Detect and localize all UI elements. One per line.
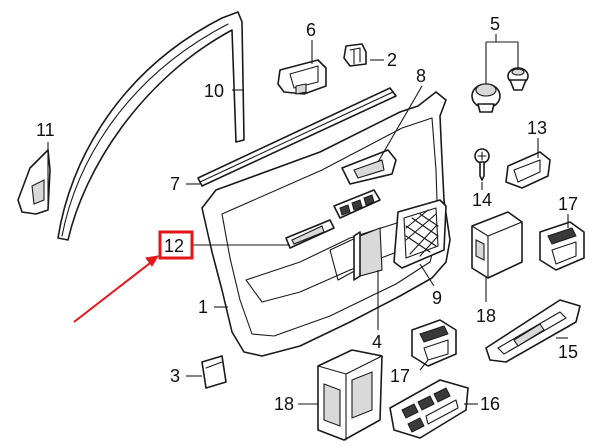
callout-15: 15 [558, 342, 578, 362]
part-9-speaker-grille [393, 199, 447, 269]
part-13-bracket-clip [505, 151, 551, 189]
part-15-switch-bezel [485, 299, 581, 363]
callout-17-upper: 17 [558, 194, 578, 214]
callout-13: 13 [527, 118, 547, 138]
part-8-interior-handle [341, 149, 397, 185]
callout-1: 1 [198, 297, 208, 317]
part-2-clip [343, 43, 367, 67]
leader-5 [485, 34, 519, 84]
part-18-lower-switch-module [317, 349, 383, 441]
part-17-lower-switch [411, 319, 457, 367]
callout-14: 14 [472, 190, 492, 210]
callout-18-lower: 18 [274, 394, 294, 414]
part-12-window-switch-panel [285, 219, 335, 249]
part-4-trim-retainer [353, 231, 361, 281]
callout-9: 9 [432, 288, 442, 308]
leader-lines [47, 34, 569, 405]
callout-2: 2 [387, 50, 397, 70]
highlight-arrowhead [145, 255, 159, 267]
part-14-screw [474, 148, 490, 181]
part-6-bracket [277, 59, 327, 95]
callout-8: 8 [416, 66, 426, 86]
callout-16: 16 [480, 394, 500, 414]
callout-6: 6 [306, 20, 316, 40]
callout-labels: 10 11 6 2 5 8 7 13 14 17 12 9 18 1 4 15 … [36, 14, 578, 414]
part-10-window-frame-moulding [57, 11, 245, 241]
callout-17-lower: 17 [390, 366, 410, 386]
highlight-callout-12 [73, 230, 194, 323]
callout-12: 12 [164, 236, 184, 256]
leader-8 [377, 85, 423, 163]
part-7-belt-weatherstrip [197, 87, 397, 187]
highlight-arrow [73, 259, 155, 323]
highlight-box [158, 230, 194, 260]
callout-11: 11 [36, 120, 55, 140]
armrest-switch-cluster [333, 189, 381, 219]
callout-5: 5 [490, 14, 500, 34]
part-11-mirror-corner-trim [17, 149, 51, 215]
callout-4: 4 [372, 332, 382, 352]
part-16-master-window-switch [389, 379, 469, 439]
leader-17b [419, 359, 429, 371]
callout-18-upper: 18 [476, 306, 496, 326]
leader-9 [419, 263, 435, 287]
part-5-push-pin-fasteners [471, 67, 529, 113]
part-17-upper-switch [539, 221, 585, 271]
callout-3: 3 [170, 366, 180, 386]
callout-7: 7 [170, 174, 180, 194]
callout-10: 10 [204, 81, 224, 101]
part-18-upper-control-module [471, 211, 523, 279]
part-3-trim-clip [201, 355, 227, 389]
